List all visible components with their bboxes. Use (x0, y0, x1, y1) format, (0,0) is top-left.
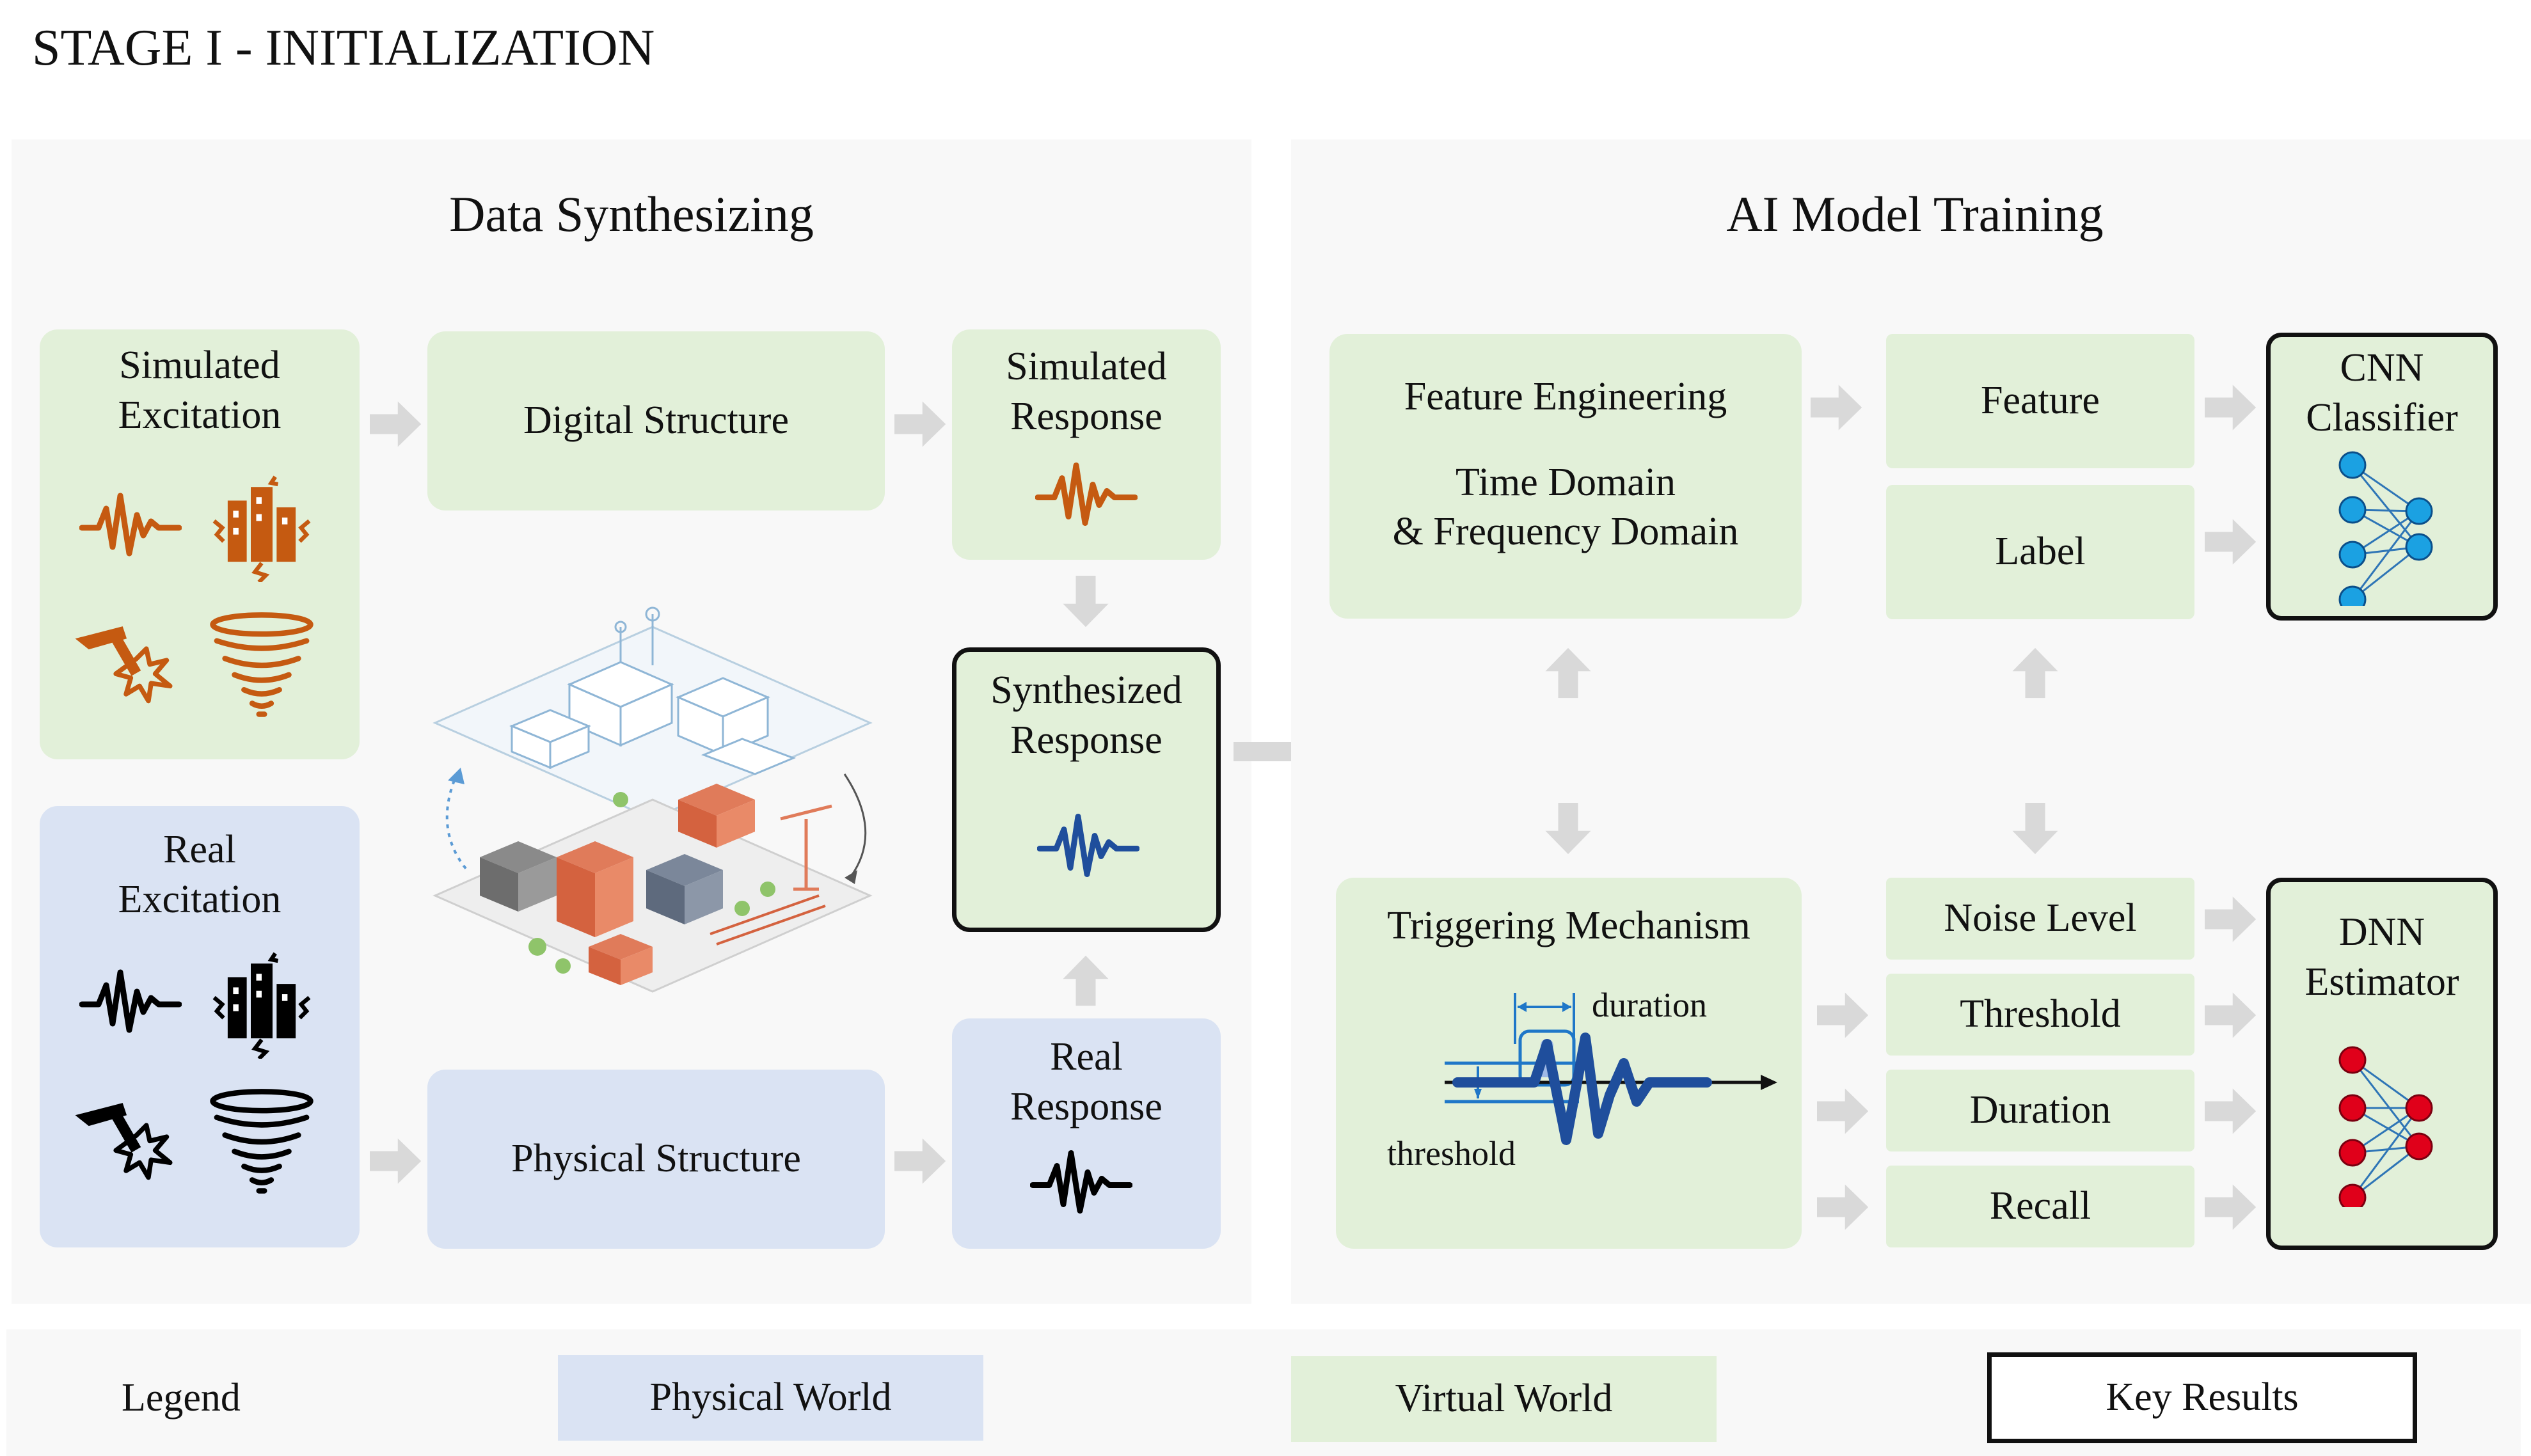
triggering-mechanism-label: Triggering Mechanism (1387, 904, 1750, 947)
arrow-up-icon (2009, 640, 2061, 706)
noise-level-label: Noise Level (1944, 896, 2137, 940)
dnn-estimator-box: DNN Estimator (2266, 878, 2498, 1250)
arrow-right-icon (894, 398, 947, 450)
arrow-down-icon (2009, 796, 2061, 862)
threshold-box: Threshold (1886, 974, 2194, 1056)
trigger-diagram (1445, 993, 1777, 1145)
arrow-right-icon (1817, 1085, 1869, 1137)
threshold-box-label: Threshold (1960, 992, 2121, 1036)
recall-box: Recall (1886, 1166, 2194, 1247)
synthesized-response-label-1: Synthesized (990, 669, 1182, 712)
simulated-excitation-box: Simulated Excitation (40, 329, 360, 759)
noise-level-box: Noise Level (1886, 878, 2194, 960)
legend-virtual-world: Virtual World (1291, 1356, 1717, 1442)
arrow-down-icon (1059, 576, 1112, 628)
ground-motion-icon (79, 960, 182, 1043)
feature-box: Feature (1886, 334, 2194, 468)
building-damage-icon (207, 473, 316, 582)
city-illustration (432, 606, 873, 993)
feature-engineering-label: Feature Engineering (1404, 375, 1727, 418)
arrow-right-icon (370, 398, 422, 450)
time-domain-label: Time Domain (1456, 460, 1676, 504)
legend-physical-world-label: Physical World (649, 1375, 892, 1420)
real-response-label-2: Response (1010, 1084, 1162, 1128)
legend-label: Legend (122, 1376, 241, 1420)
data-synthesizing-title: Data Synthesizing (449, 186, 814, 242)
response-wave-icon (1035, 457, 1138, 531)
feature-engineering-box: Feature Engineering Time Domain & Freque… (1329, 334, 1802, 619)
arrow-right-icon (2205, 1181, 2257, 1233)
tornado-icon (207, 611, 316, 720)
duration-box-label: Duration (1969, 1088, 2111, 1132)
cnn-label-2: Classifier (2306, 395, 2458, 439)
neural-network-icon (2338, 451, 2433, 606)
arrow-right-icon (1817, 1181, 1869, 1233)
hammer-impact-icon (68, 611, 184, 707)
cnn-classifier-box: CNN Classifier (2266, 333, 2498, 621)
arrow-right-icon (2205, 989, 2257, 1041)
duration-label: duration (1592, 986, 1707, 1024)
legend-key-results: Key Results (1987, 1352, 2417, 1443)
arrow-right-icon (1817, 989, 1869, 1041)
simulated-response-box: Simulated Response (952, 329, 1221, 560)
legend-physical-world: Physical World (558, 1355, 983, 1441)
synthesized-response-box: Synthesized Response (952, 647, 1221, 932)
arrow-right-icon (2205, 1085, 2257, 1137)
simulated-excitation-label-2: Excitation (118, 393, 282, 437)
legend-key-results-label: Key Results (2106, 1375, 2299, 1420)
arrow-right-icon (1811, 381, 1863, 434)
duration-box: Duration (1886, 1070, 2194, 1151)
digital-structure-label: Digital Structure (523, 399, 789, 443)
synthesized-response-label-2: Response (1010, 718, 1162, 762)
threshold-label: threshold (1387, 1134, 1516, 1173)
arrow-right-icon (2205, 381, 2257, 434)
arrow-right-icon (370, 1135, 422, 1187)
stage-title: STAGE I - INITIALIZATION (32, 20, 655, 76)
ground-motion-icon (79, 483, 182, 566)
simulated-response-label-2: Response (1010, 394, 1162, 438)
feature-label: Feature (1981, 379, 2100, 423)
physical-structure-box: Physical Structure (427, 1070, 885, 1249)
neural-network-icon (2338, 1046, 2433, 1207)
legend-virtual-world-label: Virtual World (1395, 1377, 1613, 1421)
dnn-label-1: DNN (2338, 910, 2425, 954)
ai-model-training-title: AI Model Training (1726, 186, 2104, 242)
triggering-mechanism-box: Triggering Mechanism duration threshold (1336, 878, 1802, 1249)
simulated-response-label-1: Simulated (1006, 345, 1167, 388)
dnn-label-2: Estimator (2305, 960, 2459, 1004)
real-excitation-box: Real Excitation (40, 806, 360, 1247)
simulated-excitation-label-1: Simulated (119, 344, 280, 387)
arrow-up-icon (1059, 954, 1112, 1007)
tornado-icon (207, 1088, 316, 1196)
hammer-impact-icon (68, 1088, 184, 1183)
real-excitation-label-2: Excitation (118, 877, 282, 921)
arrow-down-icon (1542, 796, 1594, 862)
building-damage-icon (207, 950, 316, 1059)
label-label: Label (1995, 530, 2086, 574)
arrow-right-icon (894, 1135, 947, 1187)
digital-structure-box: Digital Structure (427, 331, 885, 510)
cnn-label-1: CNN (2340, 346, 2424, 390)
arrow-right-icon (2205, 516, 2257, 568)
label-box: Label (1886, 485, 2194, 619)
recall-label: Recall (1989, 1184, 2091, 1228)
frequency-domain-label: & Frequency Domain (1392, 510, 1739, 553)
physical-structure-label: Physical Structure (511, 1137, 801, 1181)
real-response-box: Real Response (952, 1018, 1221, 1249)
real-response-label-1: Real (1050, 1035, 1123, 1079)
arrow-right-icon (2205, 893, 2257, 946)
response-wave-icon (1030, 1145, 1132, 1219)
arrow-up-icon (1542, 640, 1594, 706)
real-excitation-label-1: Real (163, 828, 236, 871)
response-wave-icon (1037, 809, 1139, 882)
